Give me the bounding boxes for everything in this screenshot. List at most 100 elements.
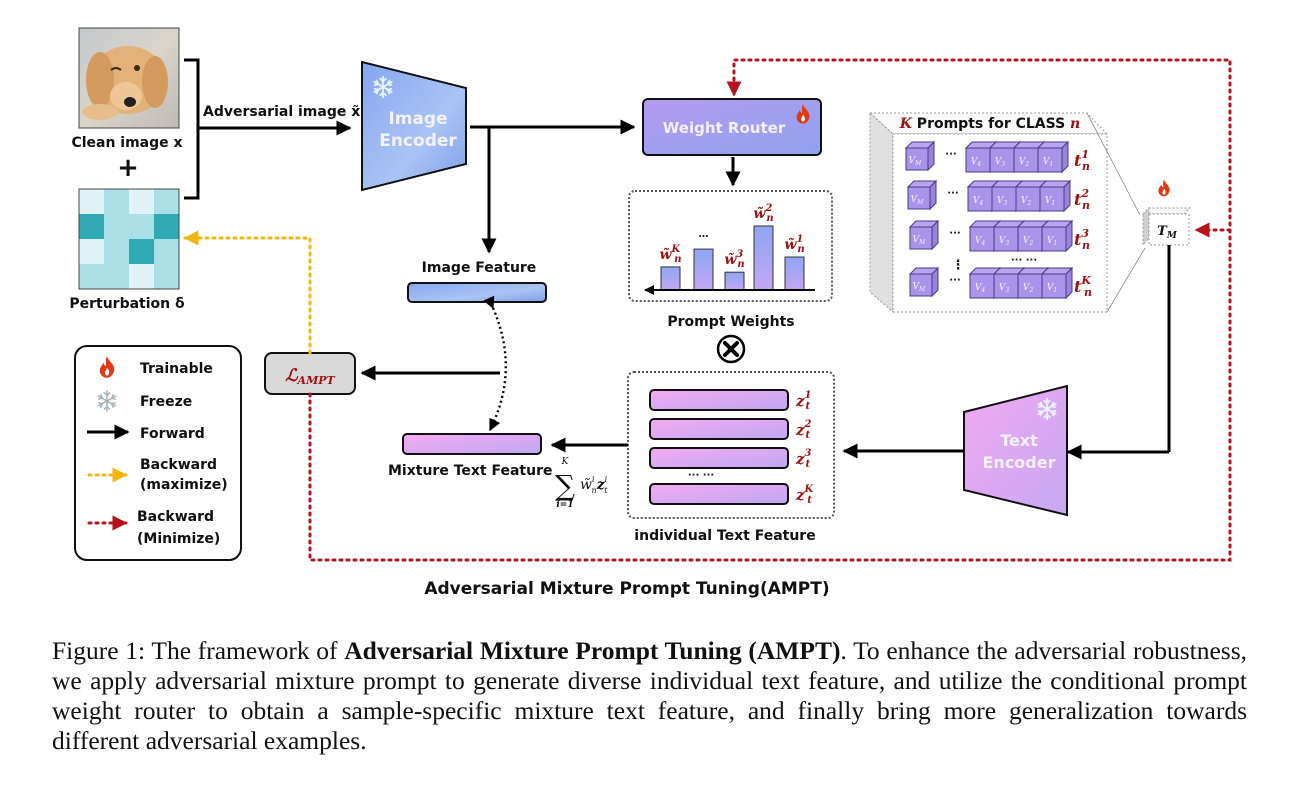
- perturbation-cell: [129, 214, 154, 239]
- perturbation-cell: [79, 214, 104, 239]
- svg-text:VM: VM: [911, 195, 925, 206]
- mixture-text-feature-bar: [402, 433, 542, 455]
- flame-icon: [1158, 179, 1170, 197]
- text-feature-bar: [649, 389, 789, 411]
- caption-bold: Adversarial Mixture Prompt Tuning (AMPT): [344, 636, 841, 665]
- svg-text:VM: VM: [913, 235, 927, 246]
- text-feature-bar: [649, 418, 789, 440]
- weight-bar: [784, 256, 805, 291]
- perturbation-cell: [154, 239, 179, 264]
- perturbation-cell: [129, 264, 154, 289]
- weight-bar-label: …: [699, 229, 709, 240]
- legend-label: Backward: [140, 457, 217, 473]
- image-encoder-label-line1: Image: [388, 109, 447, 129]
- svg-text:i=1: i=1: [556, 500, 573, 510]
- svg-text:VM: VM: [913, 282, 927, 293]
- svg-text:V3: V3: [997, 196, 1008, 207]
- text-feature-ellipsis: ··· ···: [688, 470, 714, 481]
- perturbation-label: Perturbation δ: [69, 296, 185, 312]
- image-feature-bar: [407, 282, 547, 303]
- image-encoder-label-line2: Encoder: [379, 131, 457, 151]
- tm-label: TM: [1157, 224, 1178, 241]
- weight-bar: [753, 225, 774, 291]
- token-cube: VM: [904, 140, 936, 172]
- token-cube: VM: [908, 219, 940, 251]
- image-feature-label: Image Feature: [422, 260, 537, 276]
- perturbation-cell: [79, 264, 104, 289]
- prompt-weights-box: [628, 190, 833, 302]
- individual-text-feature-label: individual Text Feature: [634, 528, 815, 544]
- caption-suffix: . To enhance the adversarial robustness,…: [52, 636, 1248, 755]
- svg-text:V3: V3: [995, 157, 1006, 168]
- legend-label: Freeze: [140, 394, 192, 410]
- text-encoder: Text Encoder: [963, 384, 1068, 517]
- clean-image-label: Clean image x: [71, 135, 182, 151]
- svg-text:V2: V2: [1023, 283, 1034, 294]
- svg-text:V4: V4: [973, 196, 984, 207]
- plus-icon: +: [117, 153, 139, 183]
- perturbation-cell: [104, 239, 129, 264]
- perturbation-cell: [104, 264, 129, 289]
- legend-label: Forward: [140, 426, 205, 442]
- text-encoder-label-line1: Text: [1000, 431, 1038, 450]
- svg-text:V1: V1: [1047, 236, 1057, 247]
- diagram-title: Adversarial Mixture Prompt Tuning(AMPT): [424, 579, 829, 599]
- legend-item-freeze: Freeze: [97, 390, 192, 412]
- perturbation-cell: [79, 239, 104, 264]
- svg-text:VM: VM: [909, 156, 923, 167]
- token-ellipsis: ···: [949, 275, 960, 286]
- legend-item-backward-minimize: Backward (Minimize): [87, 509, 220, 547]
- combine-bracket: [184, 58, 200, 200]
- loss-box: ℒAMPT: [264, 352, 356, 395]
- svg-text:V3: V3: [999, 283, 1010, 294]
- adversarial-image-label: Adversarial image x̃: [203, 104, 360, 120]
- perturbation-cell: [154, 214, 179, 239]
- svg-text:V4: V4: [975, 236, 986, 247]
- ampt-framework-diagram: Clean image x + Perturbation δ Adversari…: [69, 27, 1232, 599]
- prompts-box-title: K Prompts for CLASS n: [899, 116, 1080, 132]
- svg-text:V2: V2: [1019, 157, 1030, 168]
- backward-minimize-arrow: [308, 58, 1232, 562]
- token-cube: V1: [1038, 179, 1072, 213]
- perturbation-cell: [129, 239, 154, 264]
- token-cube: VM: [908, 266, 940, 298]
- perturbation-cell: [79, 189, 104, 214]
- row-ellipsis: ··· ···: [1011, 255, 1037, 266]
- weight-bar: [724, 271, 745, 291]
- svg-text:V2: V2: [1023, 236, 1034, 247]
- perturbation-image: [78, 188, 180, 290]
- weight-bar: [693, 248, 714, 291]
- caption-prefix: Figure 1: The framework of: [52, 636, 345, 665]
- text-feature-bar: [649, 447, 789, 469]
- multiply-icon: [716, 334, 746, 364]
- clean-image: [78, 27, 180, 129]
- svg-text:K: K: [561, 457, 570, 467]
- perturbation-border: [78, 188, 180, 290]
- legend-item-trainable: Trainable: [99, 356, 213, 378]
- svg-text:V4: V4: [971, 157, 982, 168]
- svg-text:V1: V1: [1043, 157, 1053, 168]
- prompt-weights-label: Prompt Weights: [667, 314, 794, 330]
- svg-text:V3: V3: [999, 236, 1010, 247]
- legend-box: [74, 345, 242, 561]
- perturbation-cell: [154, 264, 179, 289]
- similarity-dotted-arrow: [483, 295, 507, 432]
- perturbation-cell: [104, 189, 129, 214]
- mixture-text-feature-label: Mixture Text Feature: [388, 463, 552, 479]
- weight-router: Weight Router: [642, 98, 822, 156]
- perturbation-cell: [104, 214, 129, 239]
- token-cube: V1: [1040, 219, 1074, 253]
